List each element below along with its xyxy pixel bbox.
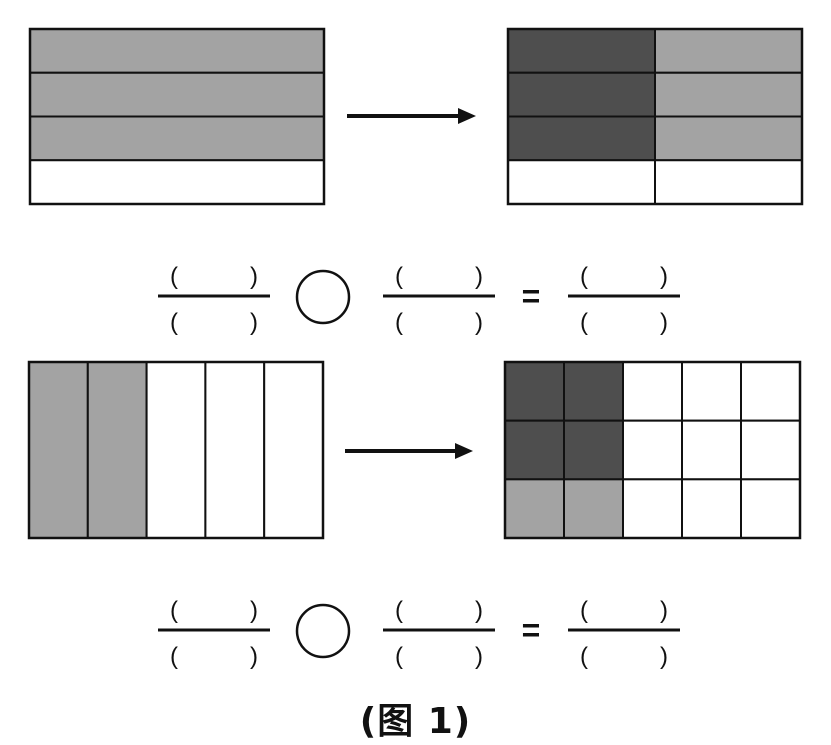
numerator-close-paren: ) [475, 263, 483, 290]
numerator-open-paren: ( [580, 597, 588, 624]
arrow-head [458, 108, 476, 124]
grid-cell-shaded [654, 115, 803, 162]
grid-cell-shaded [86, 361, 148, 539]
denominator-close-paren: ) [250, 643, 258, 670]
grid-cell-empty [681, 419, 742, 481]
grid-cell-empty [740, 478, 801, 540]
numerator-close-paren: ) [250, 597, 258, 624]
grid-cell-empty [263, 361, 325, 539]
problem-1-right-rectangle [506, 27, 804, 206]
grid-cell-empty [622, 419, 683, 481]
grid-cell-dark [507, 28, 656, 74]
numerator-open-paren: ( [395, 263, 403, 290]
numerator-open-paren: ( [395, 597, 403, 624]
numerator-close-paren: ) [475, 597, 483, 624]
grid-cell-dark [504, 419, 565, 481]
denominator-open-paren: ( [580, 643, 588, 670]
denominator-open-paren: ( [170, 309, 178, 336]
denominator-open-paren: ( [580, 309, 588, 336]
denominator-close-paren: ) [660, 309, 668, 336]
rectangle-outline [503, 360, 802, 540]
grid-cell-empty [654, 159, 803, 205]
grid-cell-empty [29, 159, 325, 205]
grid-cell-dark [563, 361, 624, 422]
grid-cell-empty [204, 361, 266, 539]
numerator-close-paren: ) [660, 597, 668, 624]
problem-1-arrow [347, 108, 476, 124]
grid-cell-shaded [29, 71, 325, 118]
problem-2-arrow [345, 443, 473, 459]
denominator-open-paren: ( [395, 309, 403, 336]
grid-cell-empty [740, 419, 801, 481]
grid-cell-empty [507, 159, 656, 205]
grid-cell-dark [507, 71, 656, 118]
numerator-close-paren: ) [250, 263, 258, 290]
grid-cell-shaded [563, 478, 624, 540]
equals-sign: = [522, 278, 541, 314]
problem-1-equation: () () () () = () () [158, 263, 680, 336]
problem-2-equation: () () () () = () () [158, 597, 680, 670]
grid-cell-shaded [654, 71, 803, 118]
numerator-open-paren: ( [170, 263, 178, 290]
figure-caption: (图 1) [359, 701, 472, 742]
operator-circle [295, 603, 351, 659]
grid-cell-shaded [29, 28, 325, 74]
grid-cell-dark [504, 361, 565, 422]
grid-cell-empty [681, 478, 742, 540]
numerator-close-paren: ) [660, 263, 668, 290]
rectangle-outline [27, 360, 325, 540]
rectangle-outline [506, 27, 804, 206]
grid-cell-empty [740, 361, 801, 422]
equals-sign: = [522, 612, 541, 648]
denominator-close-paren: ) [660, 643, 668, 670]
denominator-open-paren: ( [395, 643, 403, 670]
grid-cell-shaded [654, 28, 803, 74]
grid-cell-empty [145, 361, 207, 539]
problem-2-left-rectangle [27, 360, 325, 540]
grid-cell-empty [622, 478, 683, 540]
numerator-open-paren: ( [580, 263, 588, 290]
grid-cell-empty [681, 361, 742, 422]
operator-circle [295, 269, 351, 325]
denominator-open-paren: ( [170, 643, 178, 670]
grid-cell-dark [507, 115, 656, 162]
grid-cell-shaded [29, 115, 325, 162]
grid-cell-empty [622, 361, 683, 422]
arrow-head [455, 443, 473, 459]
grid-cell-dark [563, 419, 624, 481]
numerator-open-paren: ( [170, 597, 178, 624]
denominator-close-paren: ) [475, 309, 483, 336]
problem-2-right-rectangle [503, 360, 802, 540]
denominator-close-paren: ) [250, 309, 258, 336]
grid-cell-shaded [28, 361, 89, 539]
denominator-close-paren: ) [475, 643, 483, 670]
rectangle-outline [28, 27, 326, 206]
grid-cell-shaded [504, 478, 565, 540]
problem-1-left-rectangle [28, 27, 326, 206]
